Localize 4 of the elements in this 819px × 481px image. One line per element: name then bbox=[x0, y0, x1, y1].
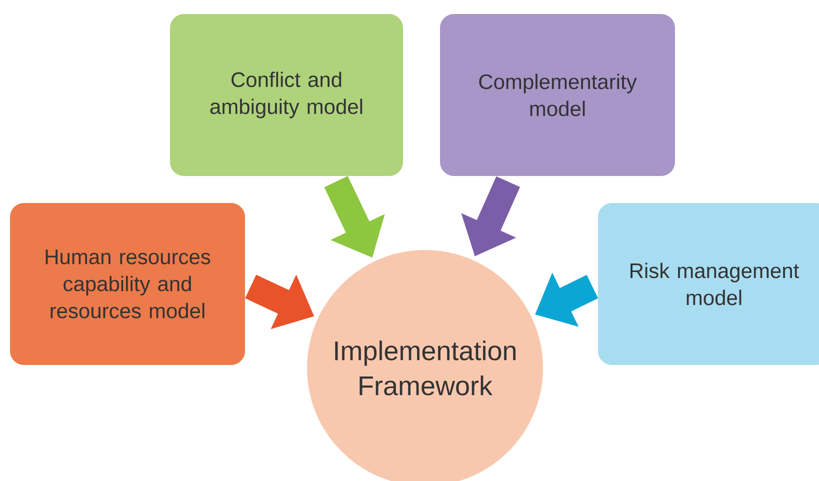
model-box: Complementarity model bbox=[440, 14, 675, 176]
model-box: Conflict and ambiguity model bbox=[170, 14, 403, 176]
model-box: Human resources capability and resources model bbox=[10, 202, 245, 365]
model-box: Risk management model bbox=[598, 202, 819, 365]
